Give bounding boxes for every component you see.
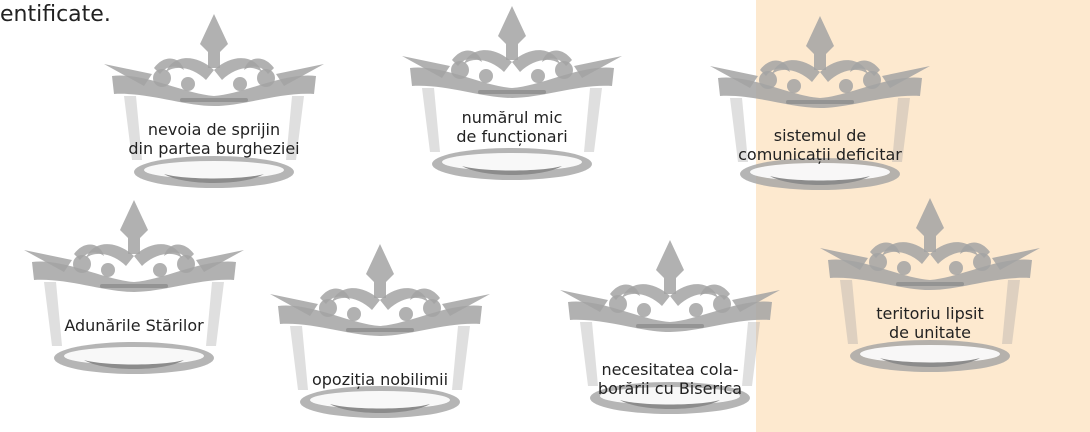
crown-1: nevoia de sprijin din partea burgheziei bbox=[84, 12, 344, 202]
crown-label: teritoriu lipsit de unitate bbox=[876, 304, 984, 342]
crown-icon bbox=[540, 238, 800, 428]
crown-icon bbox=[84, 12, 344, 202]
crown-2: numărul mic de funcționari bbox=[382, 4, 642, 194]
crown-icon bbox=[4, 198, 264, 388]
crown-icon bbox=[250, 242, 510, 432]
crown-label: numărul mic de funcționari bbox=[456, 108, 568, 146]
crown-6: necesitatea cola- borării cu Biserica bbox=[540, 238, 800, 428]
crown-3: sistemul de comunicații deficitar bbox=[690, 14, 950, 204]
crown-icon bbox=[382, 4, 642, 194]
crown-4: Adunările Stărilor bbox=[4, 198, 264, 388]
crown-label: nevoia de sprijin din partea burgheziei bbox=[128, 120, 300, 158]
crown-icon bbox=[690, 14, 950, 204]
crown-label: Adunările Stărilor bbox=[64, 316, 204, 335]
crown-icon bbox=[800, 196, 1060, 386]
top-text-fragment: entificate. bbox=[0, 2, 111, 27]
crown-label: opoziția nobilimii bbox=[311, 370, 449, 389]
crown-7: teritoriu lipsit de unitate bbox=[800, 196, 1060, 386]
crown-label: sistemul de comunicații deficitar bbox=[738, 126, 902, 164]
crown-5: opoziția nobilimii bbox=[250, 242, 510, 432]
crown-label: necesitatea cola- borării cu Biserica bbox=[597, 360, 743, 398]
